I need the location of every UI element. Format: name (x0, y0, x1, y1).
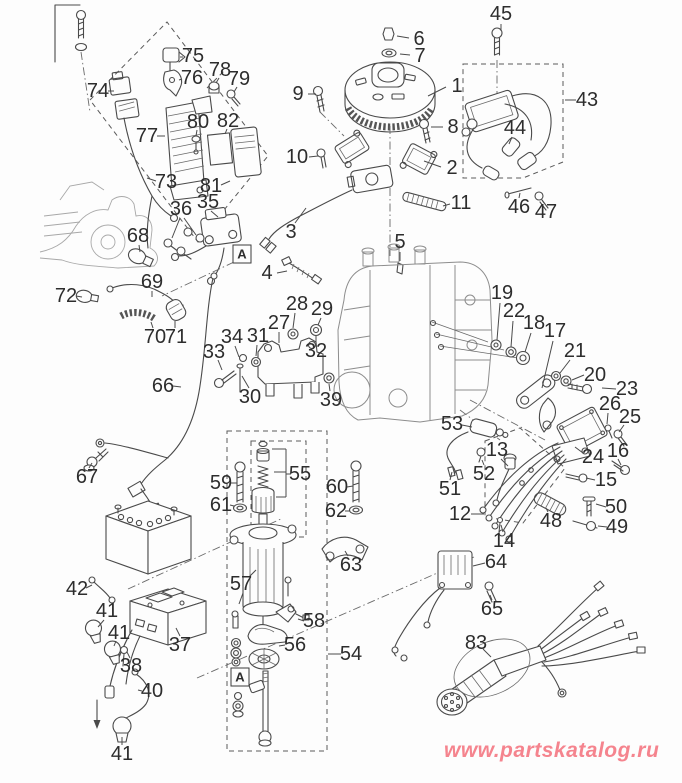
ignition-coil-2b (399, 143, 438, 175)
dashed-box-ignition-group (89, 21, 269, 243)
cable-loop (453, 638, 531, 698)
washer-61 (232, 503, 248, 513)
clip-55a (258, 440, 268, 448)
lamp-lead-group (75, 248, 187, 322)
nut-36c (183, 227, 193, 237)
bolt-23 (581, 383, 593, 395)
bolt-45 (491, 27, 503, 39)
nut-31 (250, 356, 262, 368)
cable-73 (123, 117, 172, 217)
down-arrow (93, 720, 101, 729)
harness-83-group (436, 580, 646, 716)
watermark-url: www.partskatalog.ru (444, 739, 660, 762)
dashed-box-12 (484, 427, 566, 524)
battery (105, 500, 192, 575)
bolt-60 (350, 460, 362, 472)
top-left-screw (54, 4, 91, 113)
bolt-65 (484, 581, 494, 591)
screw-14 (496, 516, 504, 524)
bracket-27-group (213, 323, 335, 399)
flywheel-group (312, 27, 436, 256)
washer-34 (238, 353, 248, 363)
nut-20 (560, 375, 572, 387)
engine-block (333, 243, 546, 441)
lead-42 (93, 581, 111, 599)
dashed-box-55 (250, 440, 307, 538)
bracket-63 (321, 536, 369, 563)
sensor-harness-group (446, 418, 567, 543)
grommet-29 (309, 323, 323, 337)
dashed-box-43 (462, 63, 564, 179)
bracket-76 (163, 69, 183, 97)
bushing-78 (208, 81, 220, 91)
battery-group (83, 272, 218, 575)
engine-fragment-left (39, 181, 158, 269)
pin-46 (507, 187, 532, 195)
bulb-68 (127, 248, 154, 268)
screw-38 (119, 645, 129, 655)
nut-36d (195, 233, 205, 243)
dashed-box-54 (226, 430, 328, 752)
fuse-80 (191, 135, 201, 143)
label-plate-82 (206, 132, 234, 166)
relay-75 (162, 47, 180, 63)
grommet-19 (490, 339, 502, 351)
coil-assembly-43 (461, 27, 552, 211)
harness-12 (479, 442, 567, 543)
nut-6 (382, 27, 395, 41)
bulb-41b (103, 640, 122, 665)
washer-21 (550, 370, 562, 382)
starter-group (229, 440, 369, 747)
nut-39 (323, 372, 335, 384)
bolt-57b (232, 615, 239, 629)
washer-49 (585, 520, 597, 532)
mount-cdi-group (490, 339, 631, 532)
bolt-16 (619, 464, 631, 476)
spring-55c (257, 465, 269, 488)
hose-70 (119, 308, 158, 322)
wire-3 (268, 189, 353, 240)
drive-housing (247, 624, 288, 645)
bolt-9 (312, 85, 324, 97)
plug-cap-44b (517, 151, 537, 171)
bolt-47 (534, 191, 544, 201)
bulb-41a (84, 619, 103, 644)
plug-lead-11 (402, 191, 447, 212)
rectifier-group (391, 550, 497, 662)
bolt-36b (176, 246, 186, 256)
dashed-boundaries (89, 21, 566, 752)
grommet-18 (515, 350, 531, 366)
coil-group (259, 129, 447, 285)
washer-7 (381, 48, 397, 58)
washer-62 (348, 505, 364, 515)
rectifier-64 (437, 550, 473, 590)
clamp-52 (476, 447, 486, 457)
leader-lines (75, 24, 625, 745)
fuse-relay-group (108, 47, 262, 249)
lead-40 (125, 673, 150, 719)
ignition-coil-2a (334, 129, 370, 169)
lever-58 (275, 603, 297, 623)
bolt-8 (418, 118, 430, 130)
pulser-coil-3 (346, 164, 394, 194)
wire-4 (288, 262, 315, 280)
bolt-36a (163, 238, 173, 248)
bolt-59 (234, 461, 246, 473)
plug-cap-44 (501, 137, 521, 157)
spacer-22 (505, 346, 517, 358)
bolt-15 (578, 473, 588, 483)
rod (262, 670, 269, 736)
bolt-50 (582, 496, 596, 502)
cover-81 (230, 126, 262, 178)
bulb-72 (75, 289, 100, 303)
battery-cable-66 (140, 277, 214, 485)
bolt-79 (226, 89, 236, 99)
control-box-group (84, 576, 207, 743)
grommet-28 (287, 328, 299, 340)
boot-71 (165, 298, 187, 322)
sensor-53 (469, 418, 509, 438)
wire-51 (446, 431, 469, 474)
